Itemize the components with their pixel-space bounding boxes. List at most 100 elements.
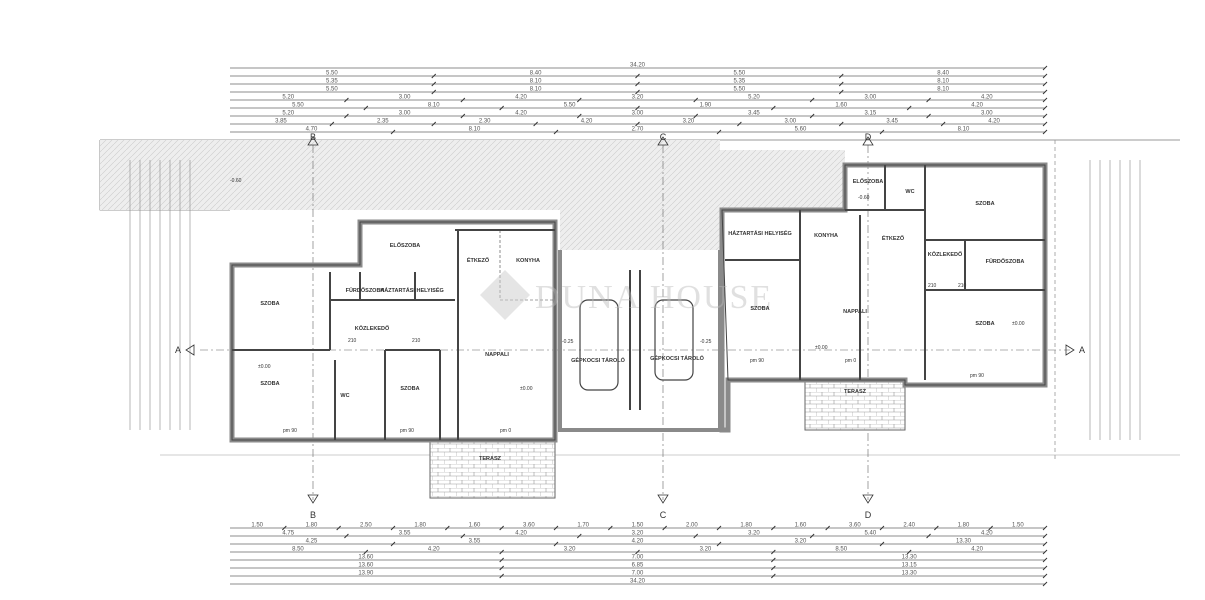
- parapet-label: pm 90: [400, 428, 414, 434]
- dimension-value: 4.25: [306, 539, 318, 545]
- dimension-value: 4.20: [981, 531, 993, 537]
- dimension-tick: [1042, 541, 1048, 547]
- dimension-tick: [499, 525, 505, 531]
- dimension-value: 4.20: [632, 539, 644, 545]
- dimension-tick: [1042, 581, 1048, 587]
- dimension-value: 1.90: [700, 103, 712, 109]
- dimension-tick: [499, 573, 505, 579]
- dimension-value: 3.45: [748, 111, 760, 117]
- dimension-tick: [809, 533, 815, 539]
- dimension-value: 5.50: [326, 87, 338, 93]
- level-label: ±0.00: [815, 345, 828, 351]
- dimension-tick: [770, 105, 776, 111]
- dimension-value: 5.50: [734, 71, 746, 77]
- dimension-value: 34.20: [630, 579, 646, 585]
- room-label: GÉPKOCSI TÁROLÓ: [650, 354, 705, 362]
- dimension-tick: [390, 525, 396, 531]
- dimension-tick: [662, 525, 668, 531]
- walls: [229, 162, 1048, 443]
- room-label: ELŐSZOBA: [390, 242, 421, 249]
- dimension-tick: [1042, 105, 1048, 111]
- dimension-tick: [635, 81, 640, 87]
- dimension-value: 5.20: [282, 111, 294, 117]
- dimension-value: 3.20: [564, 547, 576, 553]
- dimension-value: 8.10: [937, 87, 949, 93]
- dimension-value: 13.60: [358, 563, 374, 569]
- room-label: ELŐSZOBA: [853, 178, 884, 185]
- dimension-value: 4.20: [581, 119, 593, 125]
- dimension-tick: [906, 105, 912, 111]
- dimension-value: 5.35: [734, 79, 746, 85]
- dimension-tick: [770, 525, 776, 531]
- dimension-value: 1.80: [958, 523, 970, 529]
- level-label: -0.60: [230, 178, 242, 184]
- grid-axes: [200, 145, 1070, 500]
- axis-c-bottom: C: [660, 510, 667, 520]
- dimension-tick: [1042, 89, 1048, 95]
- dimension-tick: [879, 525, 885, 531]
- dimension-value: 5.40: [865, 531, 877, 537]
- dimension-value: 5.20: [282, 95, 294, 101]
- level-label: ±0.00: [1012, 321, 1025, 327]
- dimension-tick: [444, 525, 450, 531]
- site-outline: [99, 139, 1180, 460]
- dimension-value: 3.00: [399, 95, 411, 101]
- dimension-tick: [1042, 113, 1048, 119]
- parapet-label: pm 0: [845, 358, 856, 364]
- dimension-tick: [390, 541, 396, 547]
- level-marks: ±0.00 ±0.00 -0.60 -0.25 -0.25 ±0.00 ±0.0…: [230, 178, 1025, 434]
- dimension-tick: [1042, 121, 1048, 127]
- dimension-tick: [553, 129, 559, 135]
- dimension-tick: [838, 121, 844, 127]
- dimension-tick: [576, 113, 582, 119]
- room-label: KÖZLEKEDŐ: [928, 251, 963, 258]
- room-label: TERASZ: [479, 456, 502, 462]
- dimension-value: 3.15: [865, 111, 877, 117]
- dimension-value: 3.00: [981, 111, 993, 117]
- room-label: WC: [905, 189, 914, 195]
- dimension-value: 3.20: [748, 531, 760, 537]
- dimension-value: 1.50: [632, 523, 644, 529]
- dimension-tick: [1042, 97, 1048, 103]
- dimension-value: 8.50: [292, 547, 304, 553]
- dimension-value: 4.20: [971, 103, 983, 109]
- dimension-tick: [553, 525, 559, 531]
- dimension-tick: [635, 549, 640, 555]
- dimension-tick: [431, 89, 437, 95]
- dimension-value: 4.20: [981, 95, 993, 101]
- dimension-tick: [576, 97, 582, 103]
- dimension-value: 1.80: [414, 523, 426, 529]
- dimension-value: 5.60: [795, 127, 807, 133]
- dimension-tick: [553, 541, 559, 547]
- dimension-value: 7.00: [632, 571, 644, 577]
- dimension-value: 2.70: [632, 127, 644, 133]
- dimension-tick: [1042, 525, 1048, 531]
- dimension-tick: [460, 97, 466, 103]
- dimension-value: 1.70: [577, 523, 589, 529]
- room-label: NAPPALI: [485, 352, 509, 358]
- dimension-value: 8.10: [937, 79, 949, 85]
- parapet-label: pm 90: [750, 358, 764, 364]
- dimension-tick: [716, 541, 722, 547]
- dimension-tick: [838, 89, 844, 95]
- dimension-tick: [1042, 573, 1048, 579]
- dimension-tick: [499, 565, 505, 571]
- dimension-tick: [693, 113, 699, 119]
- dimension-value: 5.35: [326, 79, 338, 85]
- dimension-value: 3.60: [849, 523, 861, 529]
- dimension-value: 4.20: [971, 547, 983, 553]
- room-label: SZOBA: [975, 321, 994, 327]
- dimension-value: 34.20: [630, 63, 646, 69]
- dimension-value: 8.50: [835, 547, 847, 553]
- dimension-value: 5.20: [748, 95, 760, 101]
- dimension-tick: [737, 121, 742, 127]
- room-label: WC: [340, 393, 349, 399]
- dimension-tick: [1042, 533, 1048, 539]
- axis-b-bottom: B: [310, 510, 316, 520]
- parapet-label: pm 90: [283, 428, 297, 434]
- dimension-value: 3.55: [399, 531, 411, 537]
- room-label: KONYHA: [516, 258, 540, 264]
- dimension-tick: [1042, 549, 1048, 555]
